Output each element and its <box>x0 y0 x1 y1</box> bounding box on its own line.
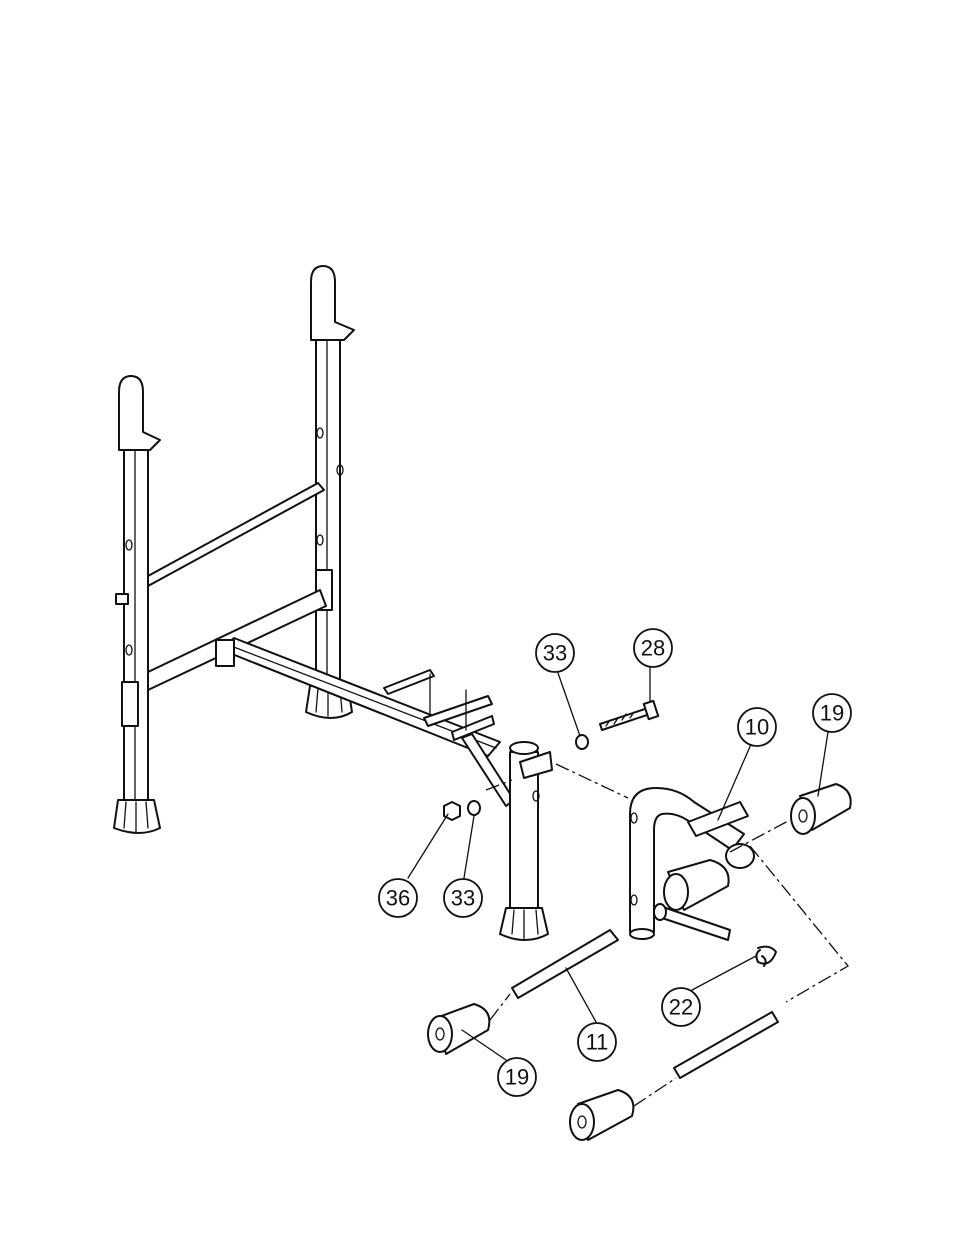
roller-19-mid <box>664 860 729 910</box>
callout-22: 22 <box>662 988 700 1026</box>
roller-19-lower-left <box>428 1004 489 1054</box>
left-upright <box>114 376 160 833</box>
svg-text:33: 33 <box>451 886 475 911</box>
callout-19-lower: 19 <box>498 1058 536 1096</box>
bolt-28 <box>600 701 658 730</box>
roller-19-upper <box>791 784 851 834</box>
washer-33-rear <box>576 735 588 749</box>
svg-text:36: 36 <box>386 886 410 911</box>
pin-rod <box>656 906 730 940</box>
svg-text:10: 10 <box>745 715 769 740</box>
callout-19-upper: 19 <box>813 694 851 732</box>
callout-33-front: 33 <box>444 879 482 917</box>
svg-text:28: 28 <box>641 636 665 661</box>
callout-36: 36 <box>379 879 417 917</box>
svg-text:19: 19 <box>820 701 844 726</box>
cross-bars <box>148 483 326 690</box>
callout-33-rear: 33 <box>536 634 574 672</box>
svg-text:11: 11 <box>586 1030 609 1055</box>
main-spine <box>216 638 514 806</box>
svg-text:19: 19 <box>505 1065 529 1090</box>
front-leg <box>500 742 552 940</box>
svg-text:22: 22 <box>669 995 693 1020</box>
callout-11: 11 <box>578 1023 616 1061</box>
callout-28: 28 <box>634 629 672 667</box>
callout-10: 10 <box>738 708 776 746</box>
pin-22 <box>756 947 776 966</box>
roller-19-lower-right <box>570 1090 633 1140</box>
svg-text:33: 33 <box>543 641 567 666</box>
washer-33-front <box>468 801 480 815</box>
